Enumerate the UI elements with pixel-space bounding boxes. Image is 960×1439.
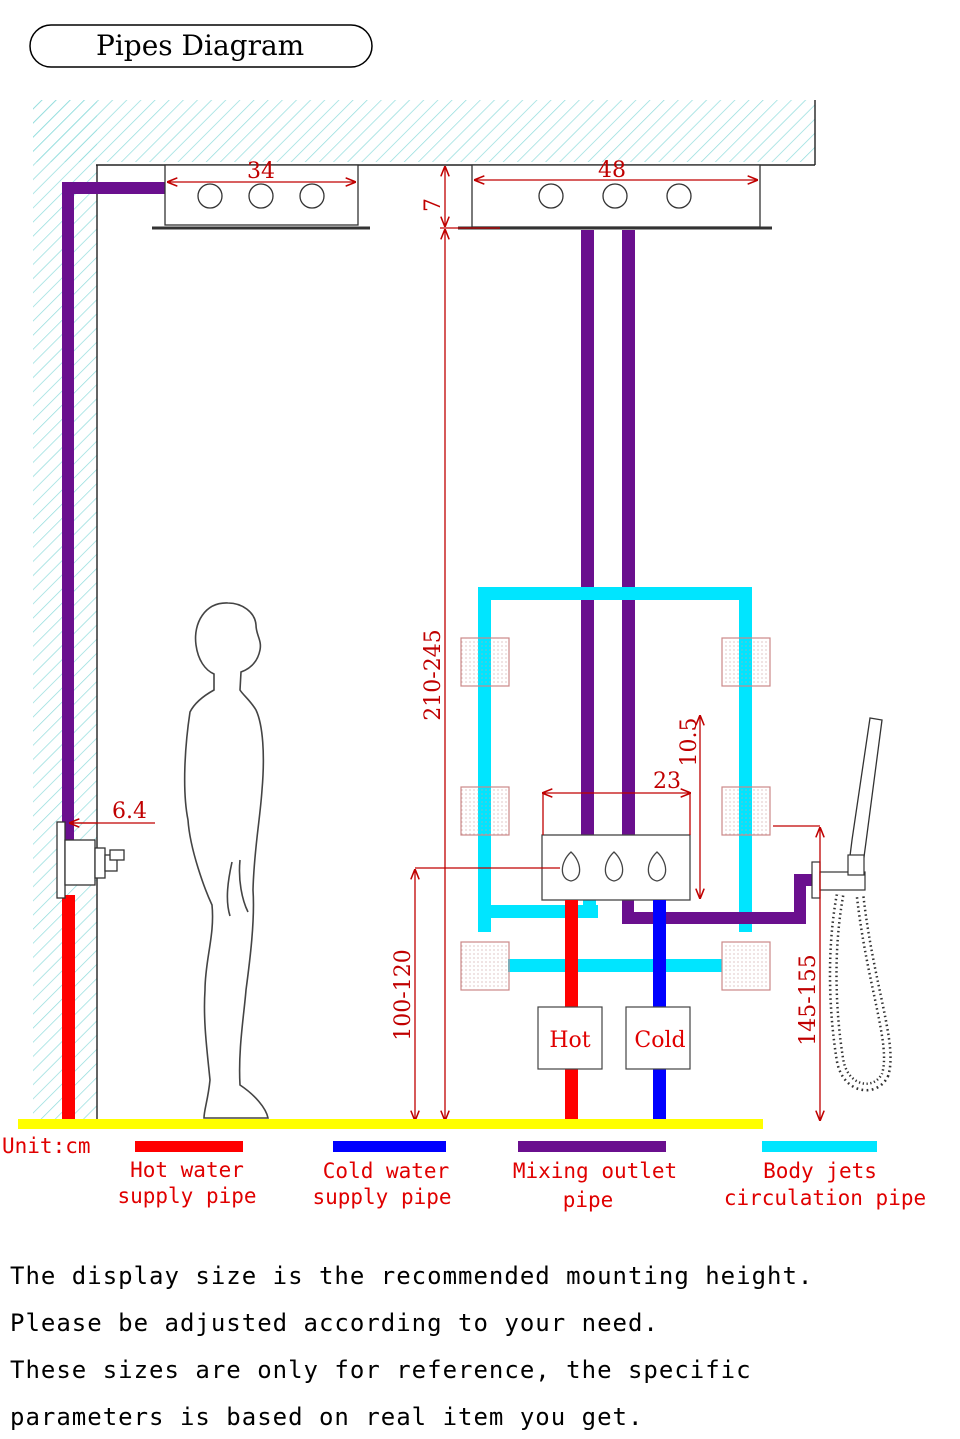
body-jet-square [721, 637, 771, 687]
legend-mixing: Mixing outlet pipe [513, 1141, 677, 1212]
svg-text:145-155: 145-155 [796, 954, 821, 1045]
svg-text:23: 23 [653, 769, 681, 794]
legend-hot: Hot water supply pipe [117, 1141, 257, 1208]
page-title: Pipes Diagram [96, 29, 304, 62]
small-overhead-shower: 34 [152, 159, 370, 230]
hot-pipe-left [62, 895, 75, 1120]
unit-label: Unit:cm [2, 1134, 91, 1158]
dim-small-width: 34 [247, 159, 275, 184]
mixing-pipe-2 [622, 230, 635, 840]
dim-ceiling-gap: 7 [421, 167, 500, 229]
svg-text:pipe: pipe [563, 1188, 614, 1212]
body-jet-nozzles [460, 637, 771, 991]
note-line: Please be adjusted according to your nee… [10, 1309, 659, 1337]
dim-valve-height: 100-120 [391, 867, 560, 1120]
wall-valve-left [56, 821, 125, 899]
legend: Hot water supply pipe Cold water supply … [117, 1141, 926, 1212]
svg-text:100-120: 100-120 [391, 949, 416, 1040]
body-jet-square [460, 941, 510, 991]
dim-handshower-height: 145-155 [773, 825, 821, 1120]
body-jet-square [460, 637, 510, 687]
notes: The display size is the recommended moun… [10, 1262, 813, 1431]
legend-jets: Body jets circulation pipe [724, 1141, 926, 1210]
svg-text:7: 7 [421, 198, 446, 212]
hot-label-box: Hot [537, 1006, 603, 1070]
body-jet-square [460, 786, 510, 836]
dim-jet-spacing: 10.5 [677, 716, 702, 898]
note-line: parameters is based on real item you get… [10, 1403, 643, 1431]
mixing-pipe-handshower [622, 874, 820, 924]
svg-text:Hot water: Hot water [130, 1158, 244, 1182]
svg-text:210-245: 210-245 [421, 629, 446, 720]
dim-large-width: 48 [598, 158, 626, 183]
thermostatic-valve [541, 834, 691, 901]
note-line: The display size is the recommended moun… [10, 1262, 813, 1290]
dim-shower-height: 210-245 [421, 230, 446, 1120]
mixing-pipe-1 [581, 230, 594, 840]
handshower [811, 717, 892, 1092]
dim-valve-width: 23 [543, 769, 690, 835]
note-line: These sizes are only for reference, the … [10, 1356, 752, 1384]
cold-label-box: Cold [625, 1006, 691, 1070]
svg-text:circulation pipe: circulation pipe [724, 1186, 926, 1210]
svg-text:10.5: 10.5 [677, 718, 702, 767]
dim-wall-offset: 6.4 [70, 799, 155, 824]
svg-text:Mixing outlet: Mixing outlet [513, 1159, 677, 1183]
mixing-pipe-left [62, 182, 165, 840]
body-jet-square [721, 786, 771, 836]
valve-knob [561, 851, 667, 882]
floor [18, 1119, 763, 1129]
svg-text:Body jets: Body jets [763, 1159, 877, 1183]
large-overhead-shower: 48 [458, 158, 772, 230]
body-jet-square [721, 941, 771, 991]
svg-text:supply pipe: supply pipe [117, 1184, 256, 1208]
svg-text:Hot: Hot [549, 1028, 590, 1053]
svg-text:Cold water: Cold water [323, 1159, 449, 1183]
svg-text:6.4: 6.4 [112, 799, 147, 824]
svg-text:Cold: Cold [634, 1028, 685, 1053]
svg-text:supply pipe: supply pipe [312, 1185, 451, 1209]
title-badge: Pipes Diagram [29, 24, 373, 68]
person-silhouette [183, 602, 269, 1119]
legend-cold: Cold water supply pipe [312, 1141, 452, 1209]
